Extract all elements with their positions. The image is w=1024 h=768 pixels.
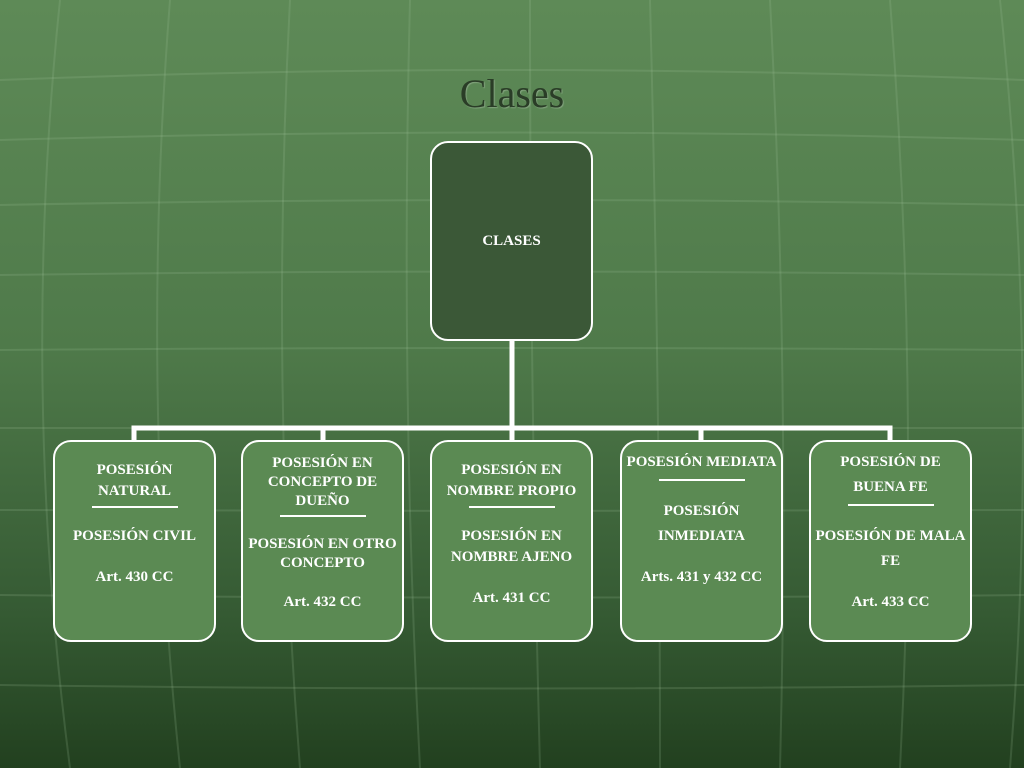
node-bottom-label: POSESIÓN EN NOMBRE AJENO bbox=[450, 528, 573, 565]
node-bottom-label: POSESIÓN DE MALA FE bbox=[815, 528, 966, 569]
node-posesion-nombre: POSESIÓN EN NOMBRE PROPIO POSESIÓN EN NO… bbox=[430, 440, 593, 642]
node-bottom-label: POSESIÓN EN OTRO CONCEPTO bbox=[248, 536, 397, 571]
root-node-label: CLASES bbox=[482, 232, 541, 249]
node-article: Art. 430 CC bbox=[95, 569, 174, 585]
node-article: Art. 431 CC bbox=[472, 590, 551, 606]
node-divider bbox=[847, 504, 934, 506]
node-posesion-buena-mala-fe: POSESIÓN DE BUENA FE POSESIÓN DE MALA FE… bbox=[809, 440, 972, 642]
node-posesion-concepto: POSESIÓN EN CONCEPTO DE DUEÑO POSESIÓN E… bbox=[241, 440, 404, 642]
node-bottom-label: POSESIÓN CIVIL bbox=[73, 528, 196, 544]
node-top-label: POSESIÓN EN NOMBRE PROPIO bbox=[446, 462, 577, 499]
node-top-label: POSESIÓN EN CONCEPTO DE DUEÑO bbox=[267, 455, 378, 509]
node-posesion-natural-civil: POSESIÓN NATURAL POSESIÓN CIVIL Art. 430… bbox=[53, 440, 216, 642]
node-posesion-mediata: POSESIÓN MEDIATA POSESIÓN INMEDIATA Arts… bbox=[620, 440, 783, 642]
slide-title: Clases bbox=[459, 71, 565, 116]
node-divider bbox=[658, 479, 745, 481]
node-top-label: POSESIÓN MEDIATA bbox=[626, 454, 777, 470]
node-top-label: POSESIÓN DE BUENA FE bbox=[840, 454, 941, 495]
node-divider bbox=[468, 506, 555, 508]
node-article: Arts. 431 y 432 CC bbox=[640, 569, 763, 585]
node-top-label: POSESIÓN NATURAL bbox=[96, 462, 173, 499]
root-node: CLASES bbox=[430, 141, 593, 341]
node-divider bbox=[91, 506, 178, 508]
node-article: Art. 432 CC bbox=[283, 594, 362, 610]
node-divider bbox=[279, 515, 366, 517]
node-article: Art. 433 CC bbox=[851, 594, 930, 610]
node-bottom-label: POSESIÓN INMEDIATA bbox=[658, 503, 745, 544]
